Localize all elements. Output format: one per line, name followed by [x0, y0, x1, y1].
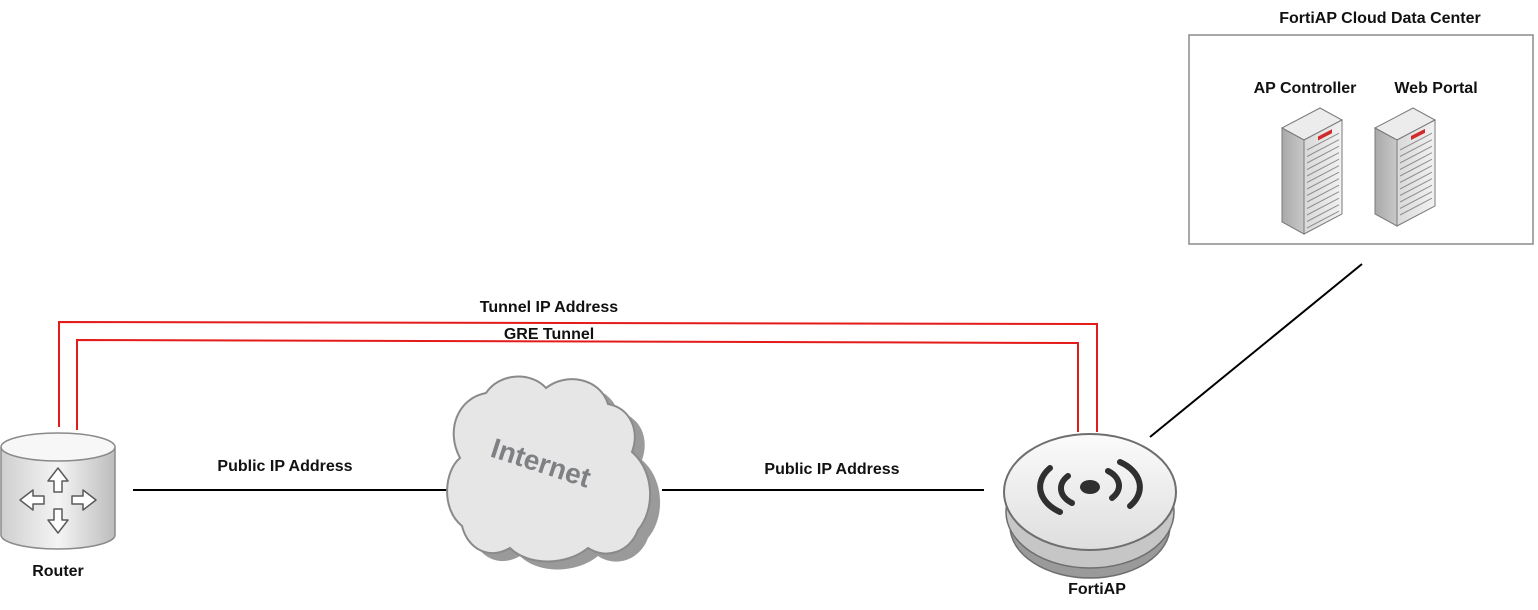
rack-slot-line [1399, 171, 1433, 190]
rack-slot-line [1306, 197, 1340, 216]
rack-slot-line [1399, 158, 1433, 177]
fortiap-icon [1003, 433, 1177, 579]
cloud-data-center-title: FortiAP Cloud Data Center [1279, 10, 1481, 27]
rack-slot-line [1306, 171, 1340, 190]
web-portal-server-icon [1373, 107, 1437, 227]
rack-slot-line [1306, 191, 1340, 209]
rack-slot-line [1399, 132, 1433, 151]
fortiap-label: FortiAP [1068, 581, 1126, 598]
rack-slot-line [1399, 184, 1433, 203]
rack-slot-line [1399, 152, 1433, 170]
rack-slot-line [1306, 152, 1340, 170]
cloud-uplink-line [1149, 263, 1363, 438]
rack-slot-line [1306, 184, 1340, 203]
rack-slot-line [1399, 178, 1433, 196]
rack-slot-line [1306, 165, 1340, 183]
tunnel-inner-line [76, 338, 1079, 432]
rack-slot-line [1306, 204, 1340, 222]
ap-controller-label: AP Controller [1254, 80, 1357, 97]
rack-slot-line [1306, 139, 1340, 157]
router-icon [0, 432, 116, 550]
rack-slot-line [1306, 158, 1340, 177]
tunnel-ip-label: Tunnel IP Address [480, 299, 619, 316]
gre-tunnel-label: GRE Tunnel [504, 326, 594, 343]
tunnel-outer-line [58, 320, 1098, 432]
cloud-data-center-box [1188, 34, 1534, 245]
rack-slot-line [1306, 210, 1340, 229]
rack-slot-line [1399, 197, 1433, 216]
rack-slot-line [1399, 145, 1433, 164]
wifi-signal-icon [1037, 459, 1143, 515]
rack-slot-line [1399, 139, 1433, 157]
web-portal-label: Web Portal [1394, 80, 1477, 97]
router-label: Router [32, 563, 84, 580]
rack-slot-line [1399, 165, 1433, 183]
right-public-ip-label: Public IP Address [764, 461, 899, 478]
left-public-ip-label: Public IP Address [217, 458, 352, 475]
rack-slot-line [1306, 145, 1340, 164]
rack-slot-line [1399, 191, 1433, 209]
rack-slot-line [1306, 132, 1340, 151]
internet-cloud-icon: Internet [446, 375, 661, 570]
rack-slot-line [1306, 178, 1340, 196]
ap-controller-server-icon [1280, 107, 1344, 235]
